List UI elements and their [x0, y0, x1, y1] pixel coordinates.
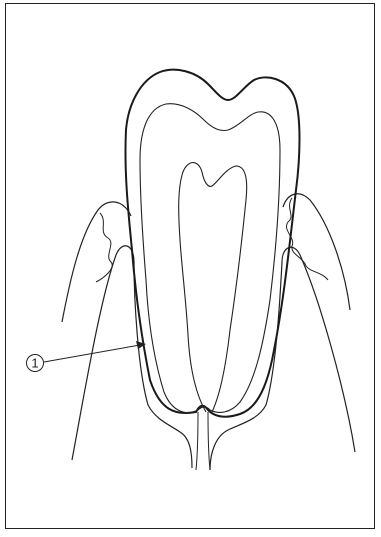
callout-1-marker-text: 1: [31, 356, 38, 371]
